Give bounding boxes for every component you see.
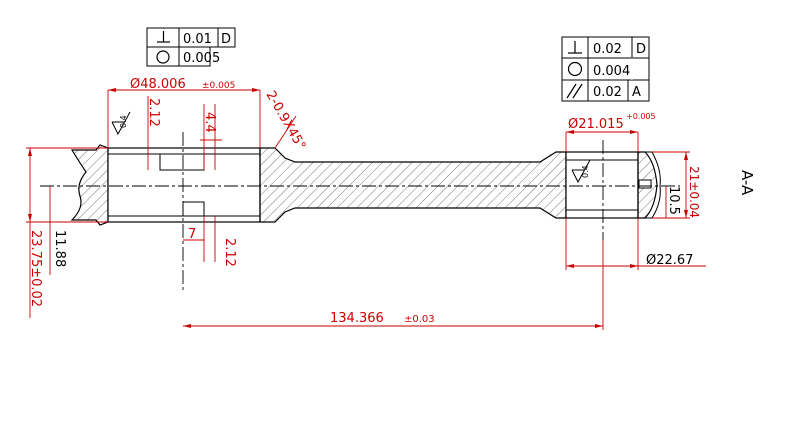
dim-outer-dia: Ø22.67 [646,253,693,268]
dim-left-2-12-top: 2.12 [146,98,161,127]
roughness-symbol-left: 0.4 [111,111,131,136]
big-end-outer-left [70,144,109,226]
fcf-left-circ-value: 0.005 [183,51,220,66]
dim-big-end-dia-tol: ±0.005 [202,81,235,91]
fcf-right: 0.02 D 0.004 0.02 A [561,36,650,102]
center-lines [40,132,680,290]
fcf-right-par-value: 0.02 [593,85,622,100]
dim-height-11-88: 11.88 [52,230,67,267]
roughness-right-value: 0.4 [581,165,590,178]
dim-center-distance-tol: ±0.03 [404,314,435,325]
dim-width-10-5: 10.5 [666,186,681,215]
circularity-icon [567,61,583,77]
dimension-lines [26,89,706,330]
fcf-left-perp-datum: D [221,32,231,47]
circularity-icon [156,50,170,64]
dim-chamfer: 2-0.9X45° [263,89,309,153]
roughness-symbol-right: 0.4 [571,159,591,184]
dim-height-23-75: 23.75±0.02 [28,230,43,307]
fcf-right-par-datum: A [632,85,641,100]
dim-big-end-dia: Ø48.006 [130,77,186,92]
dim-width-21: 21±0.04 [687,166,701,218]
fcf-left: 0.01 D 0.005 [146,27,236,67]
dim-small-end-dia-tol: +0.005 [626,112,656,121]
dim-left-7: 7 [188,227,196,242]
section-label: A-A [738,170,756,196]
shank [259,147,567,223]
dim-left-2-12-bottom: 2.12 [222,238,237,267]
roughness-left-value: 0.4 [119,115,128,128]
dim-small-end-dia: Ø21.015 [568,117,624,132]
fcf-right-perp-datum: D [636,42,646,57]
perpendicularity-icon [568,41,582,54]
part-body [70,144,661,226]
parallelism-icon [566,83,583,99]
fcf-right-perp-value: 0.02 [593,42,622,57]
fcf-right-circ-value: 0.004 [593,64,630,79]
perpendicularity-icon [157,31,170,43]
fcf-left-perp-value: 0.01 [183,32,212,47]
dimension-arrows [28,88,688,328]
dim-center-distance: 134.366 [330,311,384,326]
dim-left-4-4: 4.4 [202,112,217,133]
